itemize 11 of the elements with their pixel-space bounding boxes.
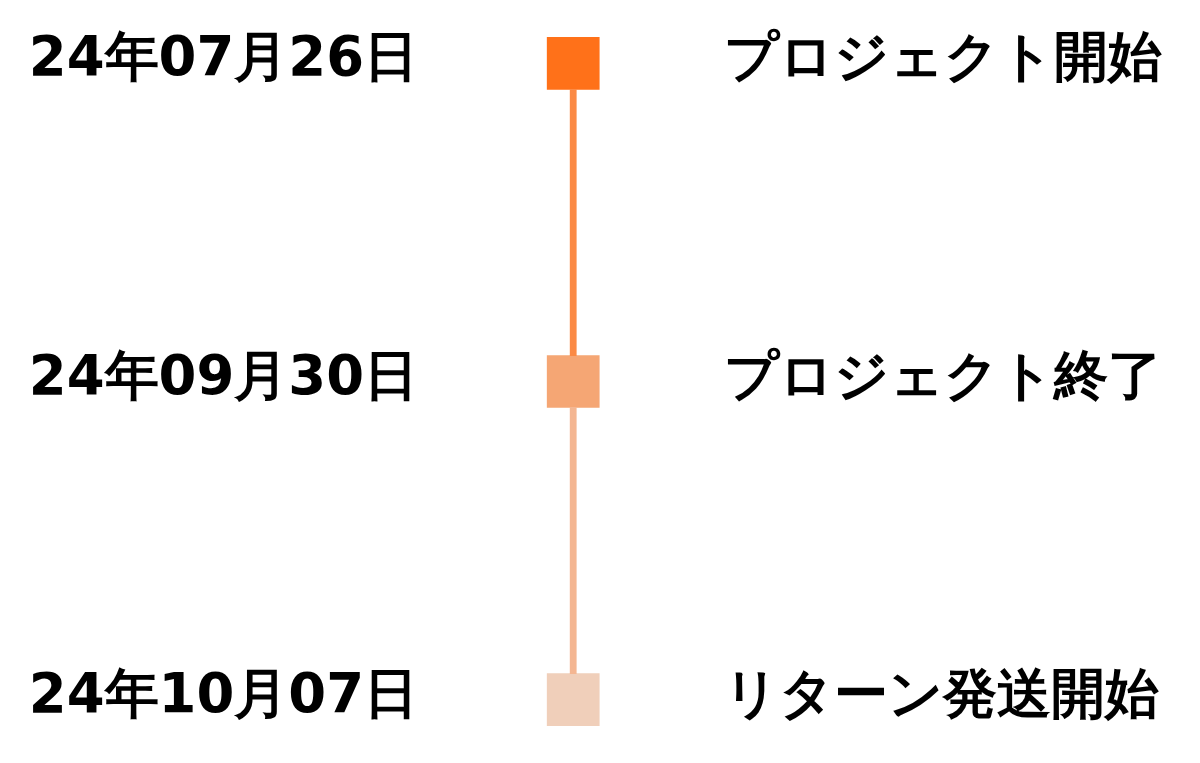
node-label: プロジェクト終了 [723, 342, 1162, 407]
node-box [546, 673, 600, 726]
node-label: リターン発送開始 [723, 660, 1159, 725]
node-label: 24年07月26日 [28, 24, 419, 89]
connector [569, 89, 577, 356]
node-label: 24年09月30日 [28, 342, 419, 407]
node-box [546, 355, 600, 408]
node-label: 24年10月07日 [28, 660, 419, 725]
node-box [546, 37, 600, 90]
connector [569, 407, 577, 675]
node-label: プロジェクト開始 [723, 24, 1162, 89]
